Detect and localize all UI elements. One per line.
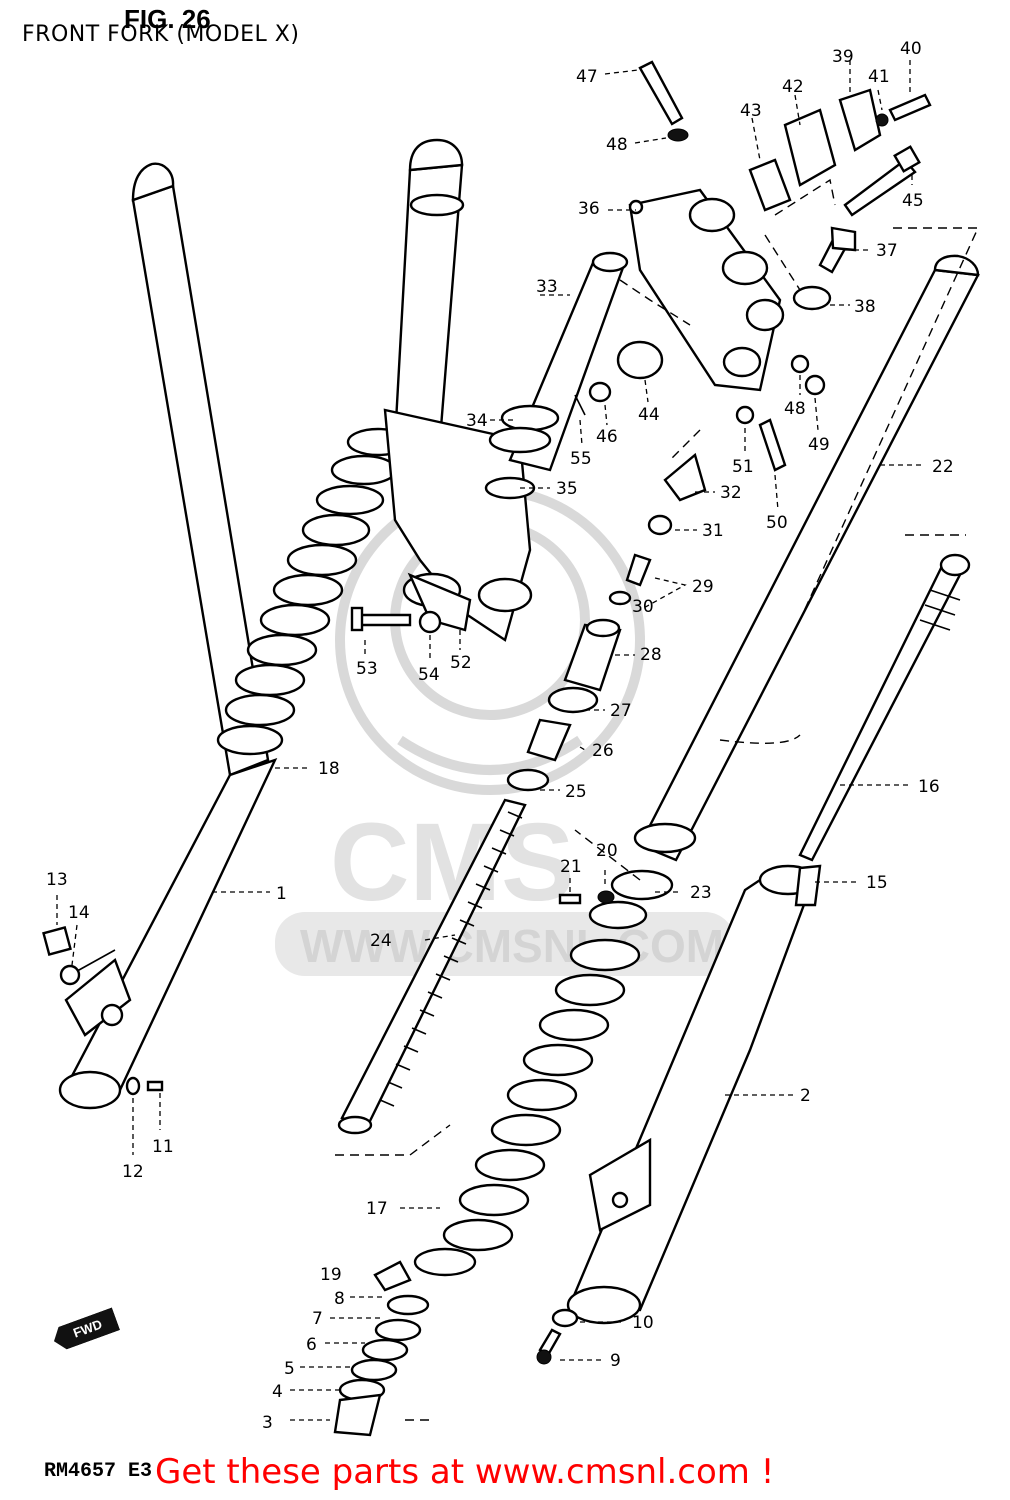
- callout-45: 45: [902, 191, 924, 211]
- callout-34: 34: [466, 411, 488, 431]
- callout-39: 39: [832, 47, 854, 67]
- right-outer-tube: [610, 254, 980, 901]
- callout-44: 44: [638, 405, 660, 425]
- callout-2: 2: [800, 1086, 811, 1106]
- callout-8: 8: [334, 1289, 345, 1309]
- callout-47: 47: [576, 67, 598, 87]
- callout-50: 50: [766, 513, 788, 533]
- callout-30: 30: [632, 597, 654, 617]
- damper-rod: [798, 553, 971, 862]
- callout-16: 16: [918, 777, 940, 797]
- callout-10: 10: [632, 1313, 654, 1333]
- callout-27: 27: [610, 701, 632, 721]
- callout-42: 42: [782, 77, 804, 97]
- valve-parts: [506, 514, 673, 792]
- small-hardware: [42, 890, 615, 1365]
- bolt-40: [875, 93, 932, 127]
- callout-53: 53: [356, 659, 378, 679]
- lower-bracket: [383, 408, 533, 642]
- callout-11: 11: [152, 1137, 174, 1157]
- callout-9: 9: [610, 1351, 621, 1371]
- assembly-guide-lines: [335, 227, 980, 1421]
- callout-48-bottom: 48: [784, 399, 806, 419]
- bolt-47: [638, 60, 689, 142]
- callout-labels: 1 2 3 4 5 6 7 8 9 10 11 12 13 14 15 16 1…: [46, 39, 954, 1433]
- callout-38: 38: [854, 297, 876, 317]
- callout-15: 15: [866, 873, 888, 893]
- callout-36: 36: [578, 199, 600, 219]
- callout-3: 3: [262, 1413, 273, 1433]
- leader-lines: [56, 60, 925, 1421]
- callout-7: 7: [312, 1309, 323, 1329]
- handlebar-holder-parts: [748, 88, 882, 216]
- nut-48-49: [735, 354, 826, 472]
- callout-43: 43: [740, 101, 762, 121]
- callout-24: 24: [370, 931, 392, 951]
- watermark-url: WWW.CMSNL.COM: [300, 920, 724, 972]
- callout-29: 29: [692, 577, 714, 597]
- promo-link[interactable]: Get these parts at www.cmsnl.com !: [155, 1452, 775, 1492]
- bolt-37: [792, 226, 857, 311]
- left-outer-tube: [131, 162, 270, 777]
- callout-13: 13: [46, 870, 68, 890]
- callout-49: 49: [808, 435, 830, 455]
- callout-20: 20: [596, 841, 618, 861]
- steering-stem: [484, 251, 629, 500]
- callout-32: 32: [720, 483, 742, 503]
- callout-19: 19: [320, 1265, 342, 1285]
- model-code: RM4657 E3: [44, 1460, 153, 1483]
- callout-14: 14: [68, 903, 90, 923]
- callout-41: 41: [868, 67, 890, 87]
- callout-31: 31: [702, 521, 724, 541]
- callout-33: 33: [536, 277, 558, 297]
- right-lower-leg: [566, 864, 822, 1325]
- callout-28: 28: [640, 645, 662, 665]
- callout-48-top: 48: [606, 135, 628, 155]
- callout-1: 1: [276, 884, 287, 904]
- callout-40: 40: [900, 39, 922, 59]
- bolt-53-54: [350, 606, 442, 634]
- left-inner-tube-top: [393, 138, 465, 442]
- seal-stack: [333, 1294, 430, 1437]
- callout-18: 18: [318, 759, 340, 779]
- callout-35: 35: [556, 479, 578, 499]
- callout-22: 22: [932, 457, 954, 477]
- fork-spring: [337, 798, 527, 1135]
- callout-46: 46: [596, 427, 618, 447]
- callout-17: 17: [366, 1199, 388, 1219]
- left-bellows: [216, 427, 410, 756]
- figure-number: FIG. 26: [124, 4, 211, 34]
- callout-52: 52: [450, 653, 472, 673]
- callout-51: 51: [732, 457, 754, 477]
- right-bellows: [373, 900, 648, 1292]
- callout-54: 54: [418, 665, 440, 685]
- left-lower-leg: [58, 757, 278, 1110]
- callout-4: 4: [272, 1382, 283, 1402]
- callout-37: 37: [876, 241, 898, 261]
- callout-6: 6: [306, 1335, 317, 1355]
- callout-26: 26: [592, 741, 614, 761]
- cap-44-46-32: [574, 340, 707, 502]
- callout-21: 21: [560, 857, 582, 877]
- bolt-45: [843, 145, 921, 217]
- page-title: FRONT FORK (MODEL X): [22, 22, 300, 47]
- callout-25: 25: [565, 782, 587, 802]
- callout-55: 55: [570, 449, 592, 469]
- callout-23: 23: [690, 883, 712, 903]
- callout-12: 12: [122, 1162, 144, 1182]
- callout-5: 5: [284, 1359, 295, 1379]
- upper-bracket: [628, 188, 785, 392]
